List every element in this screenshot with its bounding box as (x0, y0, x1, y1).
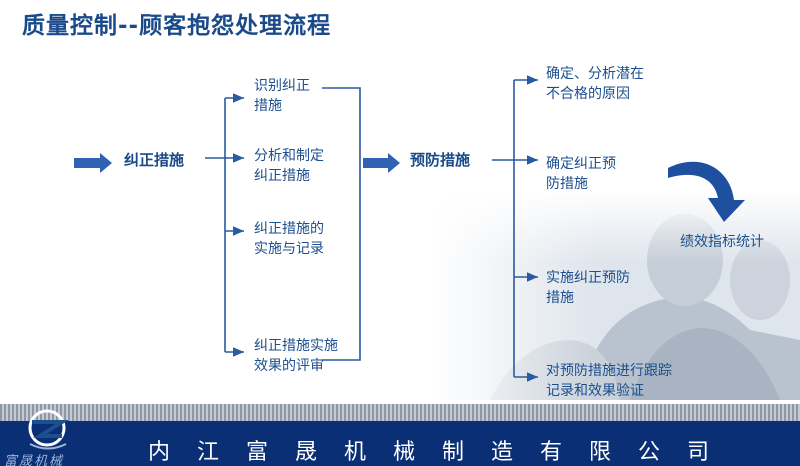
node-preventive: 预防措施 (410, 151, 471, 169)
footer: 富晟机械 内江富晟机械制造有限公司 (0, 404, 800, 466)
corrective-step-4: 纠正措施实施 效果的评审 (254, 338, 338, 374)
company-name: 内江富晟机械制造有限公司 (148, 440, 737, 465)
page-title: 质量控制--顾客抱怨处理流程 (22, 13, 332, 39)
preventive-step-4: 对预防措施进行跟踪 记录和效果验证 (546, 363, 672, 399)
footer-bar (0, 421, 800, 466)
logo-text: 富晟机械 (4, 454, 65, 466)
preventive-step-1: 确定、分析潜在 不合格的原因 (546, 66, 644, 102)
corrective-step-2: 分析和制定 纠正措施 (254, 148, 324, 184)
preventive-step-2: 确定纠正预 防措施 (546, 156, 616, 192)
corrective-step-1: 识别纠正 措施 (254, 78, 310, 114)
entry-arrow (74, 153, 112, 173)
footer-stripe (0, 404, 800, 421)
node-corrective: 纠正措施 (124, 151, 185, 169)
middle-arrow (363, 153, 400, 173)
corrective-step-3: 纠正措施的 实施与记录 (254, 221, 324, 257)
curved-arrow (668, 161, 745, 222)
company-logo (28, 409, 69, 450)
background-photo (430, 190, 800, 400)
node-kpi: 绩效指标统计 (680, 234, 764, 250)
preventive-step-3: 实施纠正预防 措施 (546, 270, 630, 306)
